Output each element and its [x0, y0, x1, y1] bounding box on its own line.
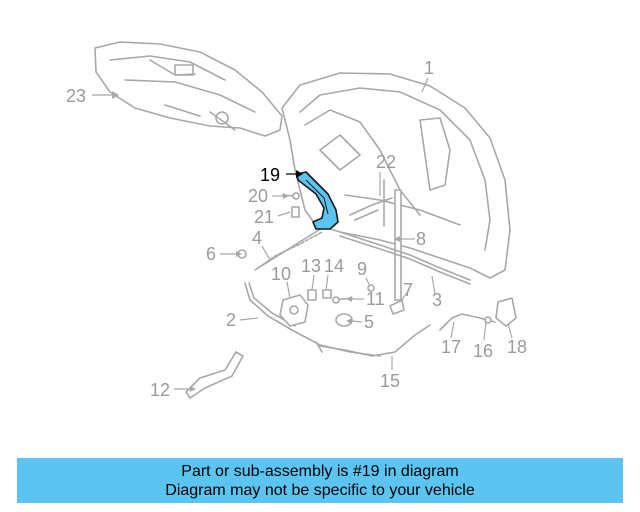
callout-13: 13: [301, 256, 321, 276]
callout-16: 16: [473, 341, 493, 361]
part-20-bolt: [282, 192, 300, 200]
callout-6: 6: [206, 244, 216, 264]
part-18-lever: [495, 297, 517, 327]
part-23-insulation-pad: [94, 41, 283, 137]
part-14-clip: [322, 289, 332, 299]
part-4-seal: [254, 227, 323, 271]
part-9-bumper: [367, 284, 375, 292]
banner-line-1: Part or sub-assembly is #19 in diagram: [181, 463, 459, 480]
callout-9: 9: [357, 259, 367, 279]
callout-15: 15: [380, 371, 400, 391]
callout-21: 21: [254, 207, 274, 227]
part-19-hood-hinge[interactable]: [296, 171, 339, 230]
callout-12: 12: [150, 380, 170, 400]
callout-1: 1: [424, 58, 434, 78]
arrowheads: [112, 91, 400, 392]
callout-20: 20: [248, 186, 268, 206]
callout-19[interactable]: 19: [260, 165, 280, 185]
part-22-prop-rod: [349, 179, 393, 227]
parts-diagram: 1 23 22 19 20 21 8 6 4 10 13 14 9 7 3 11…: [66, 41, 527, 400]
callout-7: 7: [403, 280, 413, 300]
part-1-hood: [281, 72, 511, 279]
part-12-rod: [185, 351, 244, 399]
callout-5: 5: [364, 312, 374, 332]
callout-18: 18: [507, 337, 527, 357]
callout-23: 23: [66, 86, 86, 106]
leader-lines: [92, 77, 513, 390]
callout-8: 8: [416, 229, 426, 249]
callout-2: 2: [226, 310, 236, 330]
part-3-seal: [339, 231, 471, 285]
part-17-cable-end: [439, 313, 463, 331]
part-10-latch: [279, 294, 309, 327]
callout-3: 3: [432, 290, 442, 310]
part-21-clip: [291, 206, 300, 218]
banner-line-2: Diagram may not be specific to your vehi…: [165, 482, 475, 499]
part-15-cable: [315, 324, 431, 357]
callout-17: 17: [441, 337, 461, 357]
part-16-handle: [461, 313, 496, 324]
part-8-support-rod: [394, 189, 402, 301]
part-13-clip: [307, 289, 317, 301]
callout-22: 22: [376, 152, 396, 172]
callout-14: 14: [324, 256, 344, 276]
callout-10: 10: [271, 264, 291, 284]
part-7-bracket: [389, 299, 405, 315]
info-banner: Part or sub-assembly is #19 in diagram D…: [17, 458, 623, 503]
callout-11: 11: [366, 289, 385, 309]
callout-4: 4: [252, 228, 262, 248]
